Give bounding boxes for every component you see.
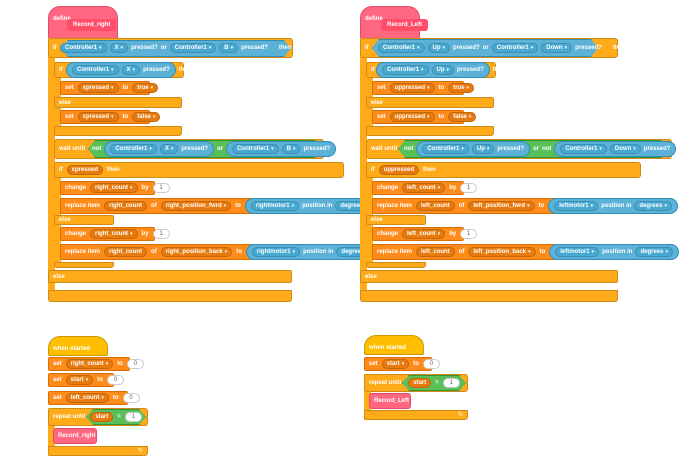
equals-condition[interactable]: start=1 xyxy=(86,409,146,425)
if-keyword: if xyxy=(53,45,57,51)
define-block[interactable]: define Record_Left xyxy=(360,6,429,40)
equals-condition[interactable]: start=1 xyxy=(402,375,466,391)
procedure-name[interactable]: Record_right xyxy=(67,19,117,31)
or-condition-content: Controller1▾ X▾ pressed? or Controller1▾… xyxy=(60,39,292,57)
call-record-left[interactable]: Record_Left xyxy=(369,393,411,409)
chevron-down-icon: ▾ xyxy=(208,45,212,51)
outer-else-bar: else xyxy=(48,270,292,283)
call-record-right[interactable]: Record_right xyxy=(53,428,97,444)
outer-else-bar: else xyxy=(360,270,618,283)
when-started-hat[interactable]: when started xyxy=(48,336,108,356)
loop-arrow-icon: ↻ xyxy=(137,448,143,454)
when-started-hat[interactable]: when started xyxy=(364,335,424,355)
if-else-frame xyxy=(48,38,55,300)
else-bar: else xyxy=(54,97,182,108)
chevron-down-icon: ▾ xyxy=(120,45,124,51)
loop-arrow-icon: ↻ xyxy=(457,412,463,418)
chevron-down-icon: ▾ xyxy=(99,45,102,51)
or-label: or xyxy=(160,45,167,51)
procedure-name[interactable]: Record_Left xyxy=(381,19,429,31)
then-label: then xyxy=(278,45,292,51)
else-bar-2: else xyxy=(54,215,114,225)
define-label: define xyxy=(53,16,71,22)
define-block[interactable]: define Record_right xyxy=(48,6,118,40)
chevron-down-icon: ▾ xyxy=(230,45,234,51)
